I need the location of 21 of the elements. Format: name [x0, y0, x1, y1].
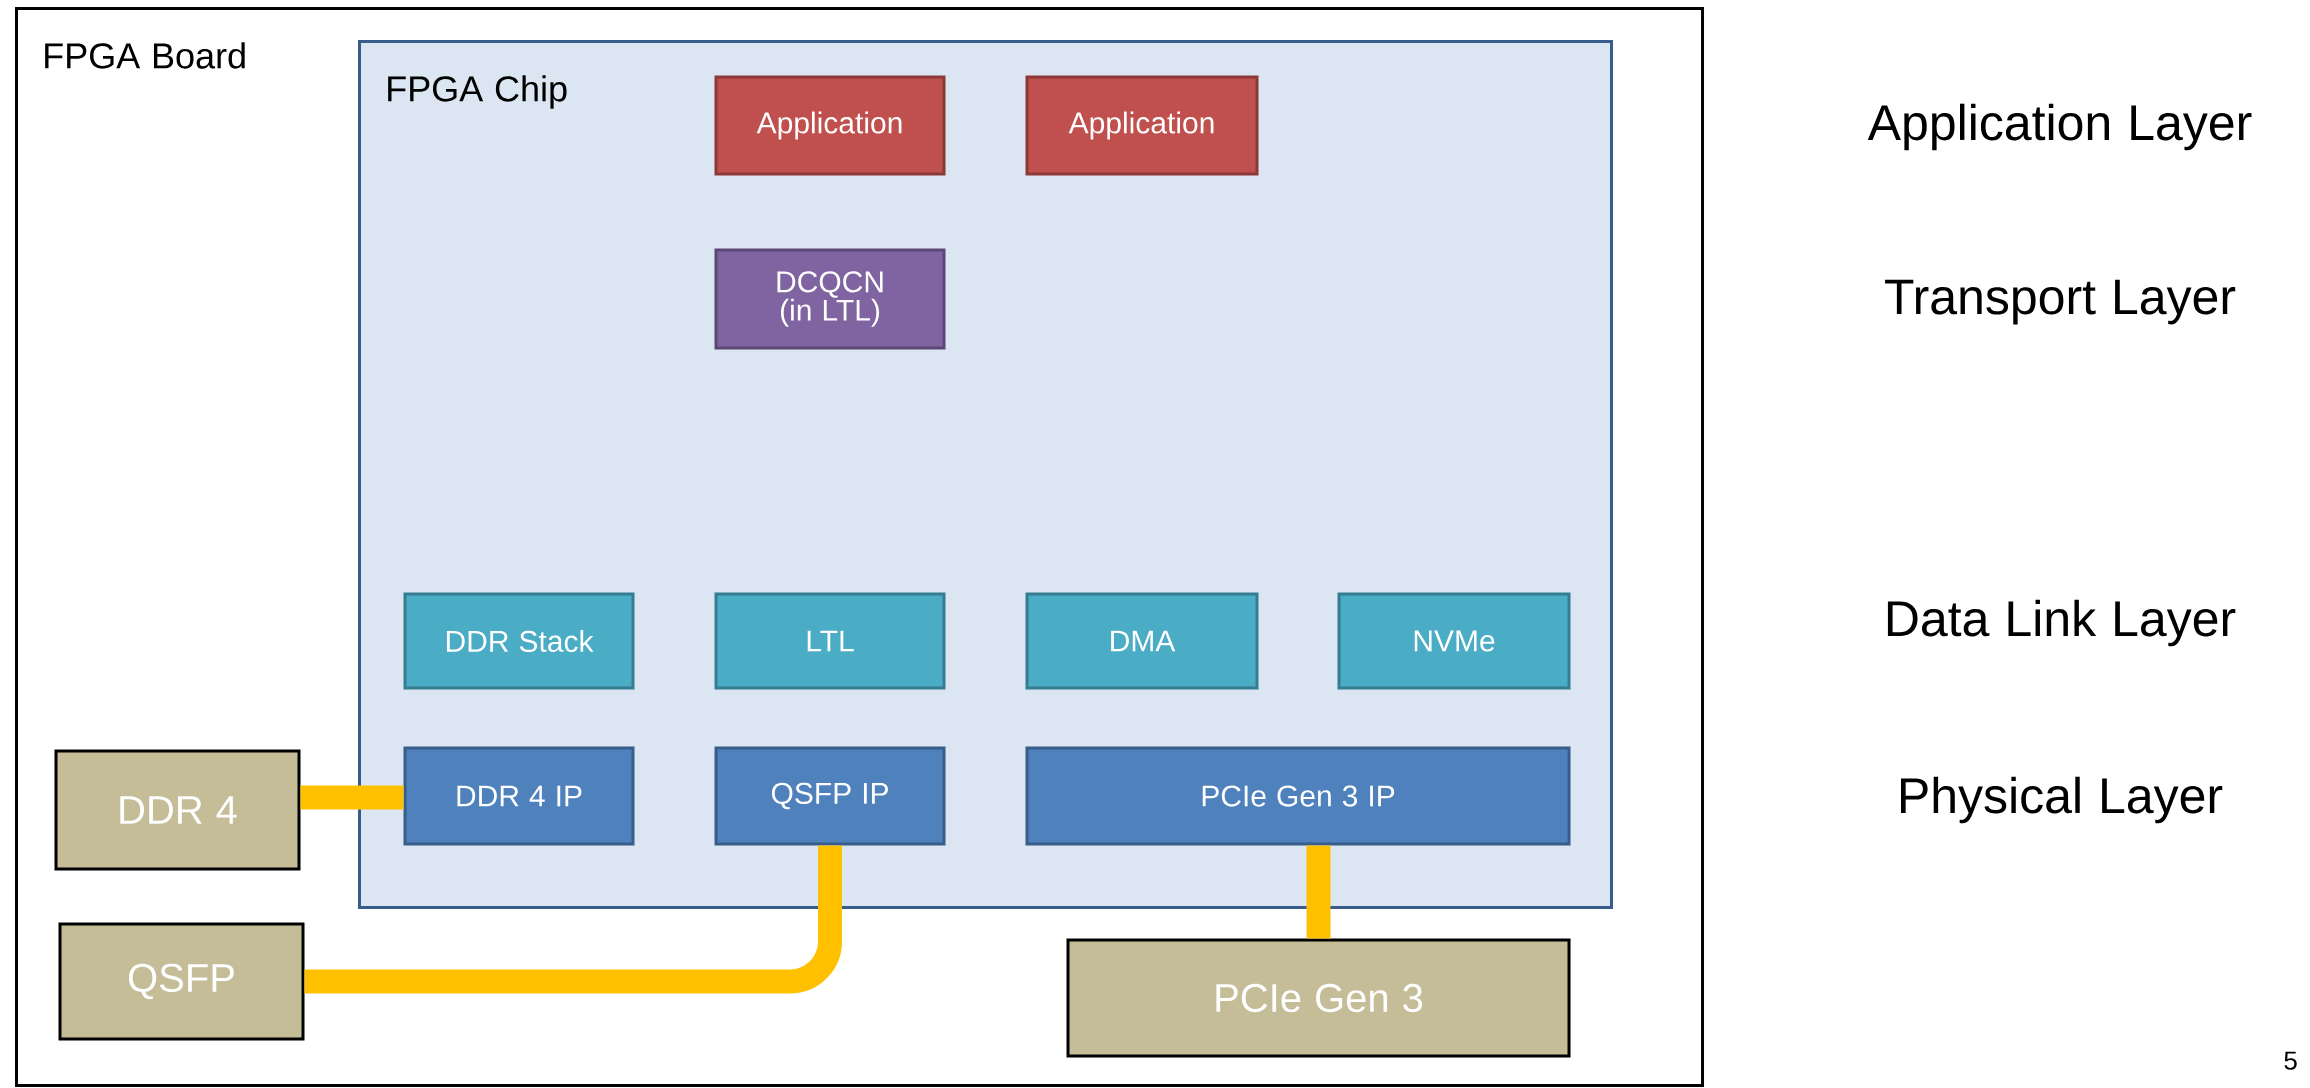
layer-label: Transport Layer	[1885, 279, 2236, 325]
module-box: DDR 4 IP	[403, 746, 635, 846]
connector-line	[300, 785, 404, 810]
layer-label: Physical Layer	[1901, 776, 2223, 824]
module-box: Application	[1025, 75, 1259, 176]
module-box: DMA	[1025, 592, 1259, 690]
page-number: 5	[2284, 1051, 2297, 1070]
component-box: QSFP	[58, 922, 305, 1041]
connector-line	[304, 845, 842, 994]
component-box: DDR 4	[54, 749, 301, 871]
component-box: PCIe Gen 3	[1066, 938, 1571, 1058]
module-box: QSFP IP	[714, 746, 946, 846]
module-box: DDR Stack	[403, 592, 635, 690]
layer-label: Application Layer	[1867, 103, 2252, 151]
module-box: PCIe Gen 3 IP	[1025, 746, 1571, 846]
module-box: LTL	[714, 592, 946, 690]
module-box: NVMe	[1337, 592, 1571, 690]
connector-line	[1306, 845, 1331, 939]
module-box: Application	[714, 75, 946, 176]
layer-label: Data Link Layer	[1887, 599, 2236, 647]
module-box: DCQCN (in LTL)	[714, 248, 946, 350]
